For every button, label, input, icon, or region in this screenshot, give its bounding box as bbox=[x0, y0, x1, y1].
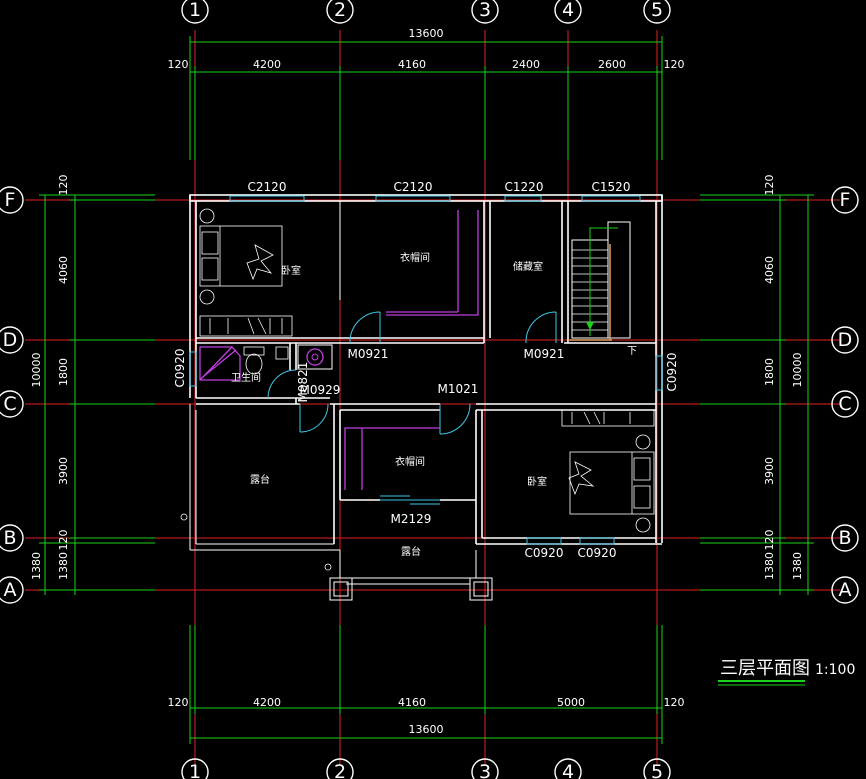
window-label-w3: C1220 bbox=[505, 180, 544, 194]
room-bathroom: 卫生间 bbox=[231, 371, 261, 384]
window-label-w5: C0920 bbox=[173, 349, 187, 388]
drawing-title: 三层平面图 bbox=[720, 658, 810, 679]
window-label-w6: C0920 bbox=[665, 353, 679, 392]
dim-top-seg-0: 120 bbox=[168, 58, 189, 71]
room-terrace-w: 露台 bbox=[250, 473, 270, 486]
door-labels: M0921 M0921 M1021 M2129 M0929 M0821 bbox=[296, 347, 564, 526]
dimensions-right: 120 4060 1800 3900 120 1380 10000 1380 bbox=[700, 175, 814, 595]
dim-right-seg-4: 120 bbox=[763, 530, 776, 551]
dim-right-seg-3: 3900 bbox=[763, 457, 776, 485]
dim-right-total: 10000 bbox=[791, 353, 804, 388]
window-labels: C2120 C2120 C1220 C1520 C0920 C0920 C092… bbox=[173, 180, 679, 560]
axis-5-top: 5 bbox=[651, 0, 663, 21]
axis-bubbles-bottom: 1 2 3 4 5 bbox=[181, 758, 671, 779]
staircase: 下 bbox=[568, 221, 637, 357]
doors bbox=[267, 311, 557, 505]
room-bedroom-se: 卧室 bbox=[527, 475, 547, 488]
dim-right-outer: 1380 bbox=[791, 552, 804, 580]
window-label-w8: C0920 bbox=[578, 546, 617, 560]
dim-top-seg-2: 4160 bbox=[398, 58, 426, 71]
title-block: 三层平面图 1:100 bbox=[718, 658, 855, 686]
dim-left-seg-0: 120 bbox=[57, 175, 70, 196]
bathroom-fixtures bbox=[180, 344, 333, 571]
room-terrace-s: 露台 bbox=[401, 545, 421, 558]
bedroom-nw-furniture bbox=[199, 208, 293, 337]
axis-4-top: 4 bbox=[562, 0, 574, 21]
dim-right-seg-2: 1800 bbox=[763, 358, 776, 386]
window-label-w4: C1520 bbox=[592, 180, 631, 194]
axis-5-bottom: 5 bbox=[651, 761, 663, 779]
dim-bottom-seg-2: 4160 bbox=[398, 696, 426, 709]
axis-grid bbox=[25, 30, 840, 765]
dim-bottom-total: 13600 bbox=[409, 723, 444, 736]
dimensions-left: 120 4060 1800 3900 120 1380 10000 1380 bbox=[30, 175, 155, 595]
axis-F-right: F bbox=[840, 189, 851, 211]
axis-D-left: D bbox=[3, 329, 18, 351]
door-label-d5: M0929 bbox=[300, 383, 341, 397]
dim-left-seg-2: 1800 bbox=[57, 358, 70, 386]
drawing-scale: 1:100 bbox=[815, 662, 855, 678]
axis-bubbles-left: F D C B A bbox=[0, 186, 24, 604]
axis-1-top: 1 bbox=[189, 0, 201, 21]
axis-bubbles-right: F D C B A bbox=[831, 186, 859, 604]
door-label-d6: M0821 bbox=[296, 362, 310, 403]
axis-F-left: F bbox=[5, 189, 16, 211]
dim-right-seg-5: 1380 bbox=[763, 552, 776, 580]
room-storage: 储藏室 bbox=[513, 260, 543, 273]
dim-top-seg-5: 120 bbox=[664, 58, 685, 71]
axis-C-left: C bbox=[3, 393, 16, 415]
axis-2-bottom: 2 bbox=[334, 761, 346, 779]
axis-B-right: B bbox=[838, 527, 851, 549]
room-bedroom-nw: 卧室 bbox=[281, 264, 301, 277]
door-label-d4: M2129 bbox=[391, 512, 432, 526]
axis-B-left: B bbox=[3, 527, 16, 549]
axis-bubbles-top: 1 2 3 4 5 bbox=[181, 0, 671, 24]
dim-left-seg-4: 120 bbox=[57, 530, 70, 551]
walls bbox=[189, 194, 663, 601]
dim-left-seg-3: 3900 bbox=[57, 457, 70, 485]
door-label-d1: M0921 bbox=[348, 347, 389, 361]
bedroom-se-furniture bbox=[561, 409, 655, 533]
window-label-w2: C2120 bbox=[394, 180, 433, 194]
dim-bottom-seg-0: 120 bbox=[168, 696, 189, 709]
door-label-d3: M1021 bbox=[438, 382, 479, 396]
dim-left-seg-1: 4060 bbox=[57, 256, 70, 284]
dim-right-seg-1: 4060 bbox=[763, 256, 776, 284]
dim-right-seg-0: 120 bbox=[763, 175, 776, 196]
axis-1-bottom: 1 bbox=[189, 761, 201, 779]
window-label-w7: C0920 bbox=[525, 546, 564, 560]
dim-bottom-seg-3: 5000 bbox=[557, 696, 585, 709]
dim-bottom-seg-4: 120 bbox=[664, 696, 685, 709]
axis-C-right: C bbox=[838, 393, 851, 415]
axis-4-bottom: 4 bbox=[562, 761, 574, 779]
axis-3-bottom: 3 bbox=[479, 761, 491, 779]
axis-A-right: A bbox=[839, 579, 852, 601]
dim-top-seg-3: 2400 bbox=[512, 58, 540, 71]
dimensions-top: 13600 120 4200 4160 2400 2600 120 bbox=[168, 27, 685, 160]
dim-top-seg-4: 2600 bbox=[598, 58, 626, 71]
axis-3-top: 3 bbox=[479, 0, 491, 21]
dim-bottom-seg-1: 4200 bbox=[253, 696, 281, 709]
shower-tray bbox=[199, 346, 241, 381]
room-labels: 卧室 衣帽间 储藏室 卫生间 露台 衣帽间 卧室 露台 bbox=[231, 251, 547, 558]
stair-down-label: 下 bbox=[627, 346, 637, 357]
dim-top-seg-1: 4200 bbox=[253, 58, 281, 71]
axis-2-top: 2 bbox=[334, 0, 346, 21]
window-label-w1: C2120 bbox=[248, 180, 287, 194]
axis-D-right: D bbox=[838, 329, 853, 351]
dim-left-seg-5: 1380 bbox=[57, 552, 70, 580]
room-closet-n: 衣帽间 bbox=[400, 251, 430, 264]
door-label-d2: M0921 bbox=[524, 347, 565, 361]
dim-left-total: 10000 bbox=[30, 353, 43, 388]
closets bbox=[199, 210, 479, 490]
dim-top-total: 13600 bbox=[409, 27, 444, 40]
room-closet-s: 衣帽间 bbox=[395, 455, 425, 468]
windows bbox=[189, 195, 663, 545]
dimensions-bottom: 120 4200 4160 5000 120 13600 bbox=[168, 625, 685, 744]
axis-A-left: A bbox=[4, 579, 17, 601]
dim-left-outer: 1380 bbox=[30, 552, 43, 580]
